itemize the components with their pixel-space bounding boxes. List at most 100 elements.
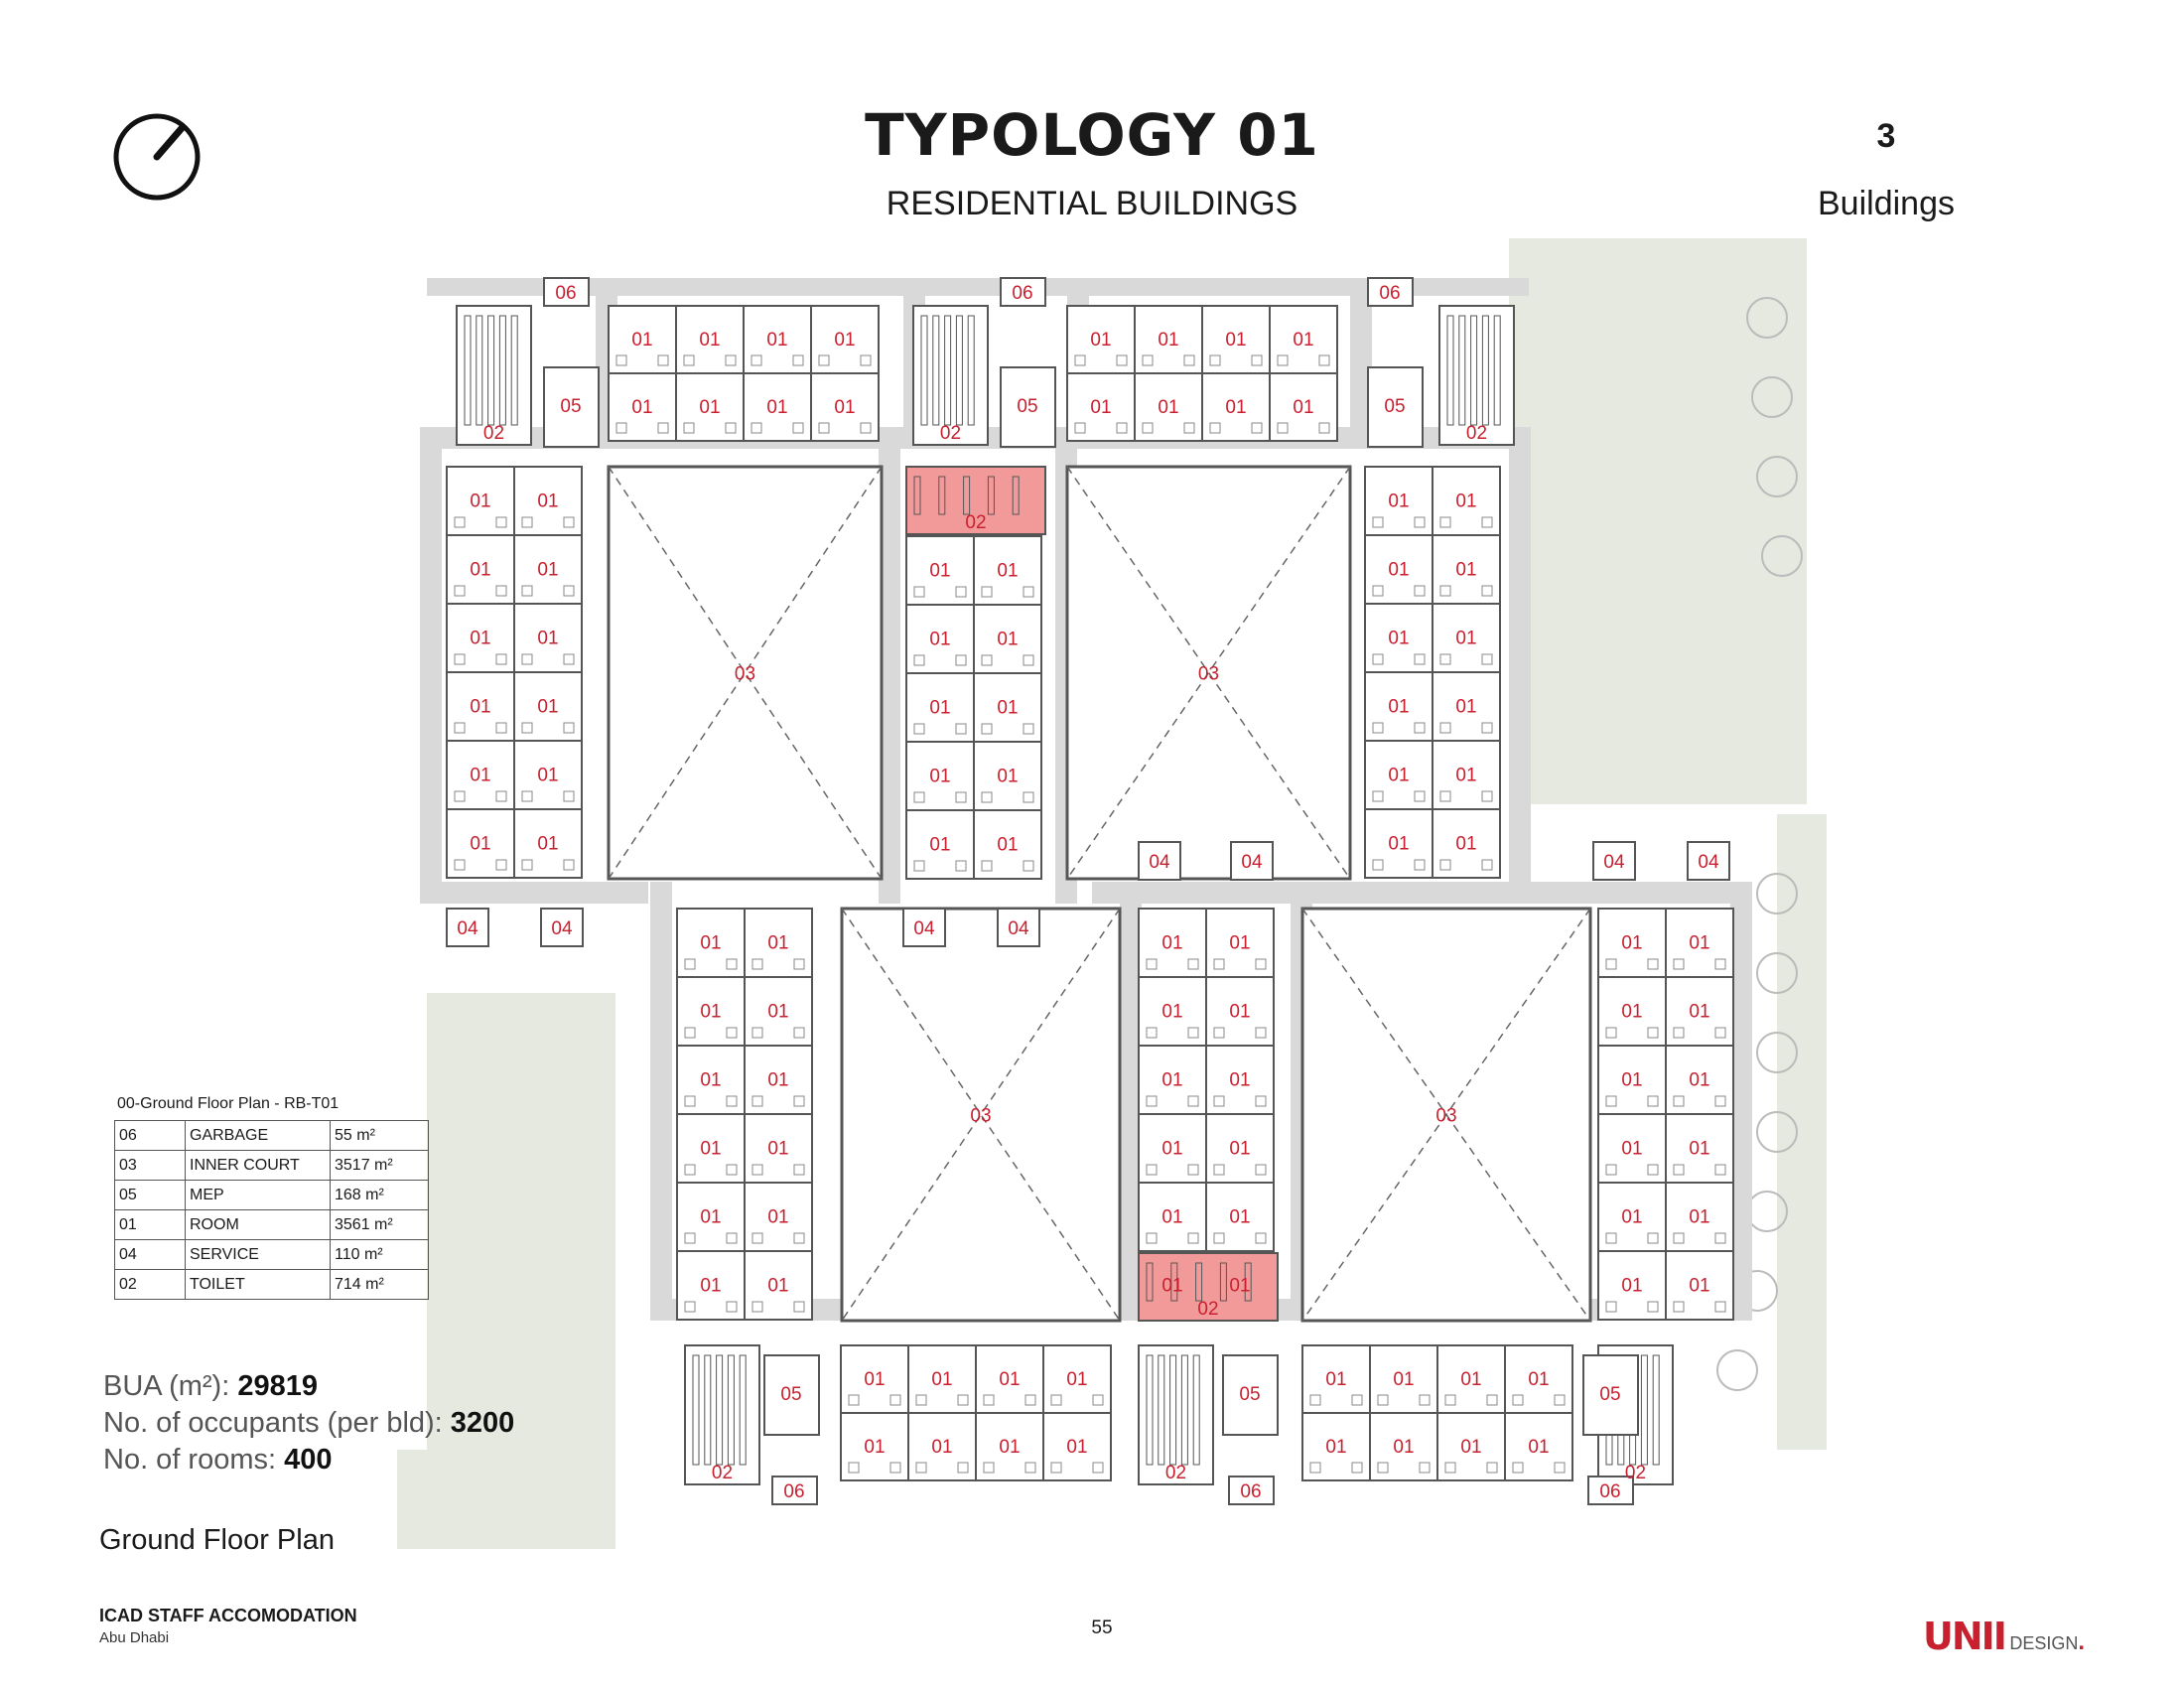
room-label: 01 — [537, 560, 558, 581]
room-label: 01 — [1689, 1139, 1709, 1160]
bed-icon — [1146, 958, 1158, 970]
room-cell — [676, 1182, 746, 1252]
room-cell — [1665, 1250, 1734, 1321]
rooms-stat: No. of rooms: 400 — [103, 1444, 333, 1477]
toilet-fixture-icon — [963, 476, 971, 515]
mep-label: 05 — [1239, 1384, 1260, 1405]
bed-icon — [1092, 1462, 1104, 1474]
bed-icon — [1183, 422, 1195, 434]
room-cell — [1138, 1113, 1207, 1184]
room-cell — [810, 372, 880, 442]
room-label: 01 — [1528, 1369, 1549, 1390]
bed-icon — [454, 653, 466, 665]
room-label: 01 — [1689, 1070, 1709, 1091]
bed-icon — [1187, 1095, 1199, 1107]
room-label: 01 — [767, 1139, 788, 1160]
room-label: 01 — [470, 560, 490, 581]
toilet-fixture-icon — [913, 476, 921, 515]
room-cell — [1504, 1344, 1573, 1414]
toilet-fixture-icon — [1640, 1354, 1648, 1466]
room-label: 01 — [1229, 1276, 1250, 1297]
toilet-fixture-icon — [498, 315, 506, 426]
room-cell — [1432, 466, 1501, 536]
bed-icon — [1714, 1301, 1726, 1313]
room-cell — [744, 1250, 813, 1321]
room-label: 01 — [700, 1207, 721, 1228]
room-label: 01 — [1689, 1276, 1709, 1297]
room-label: 01 — [1161, 1002, 1182, 1023]
bed-icon — [818, 354, 830, 366]
page-subtitle: RESIDENTIAL BUILDINGS — [886, 185, 1298, 222]
room-cell — [446, 740, 515, 810]
bed-icon — [793, 1301, 805, 1313]
bed-icon — [793, 1164, 805, 1176]
toilet-fixture-icon — [692, 1354, 700, 1466]
room-label: 01 — [1090, 330, 1111, 351]
room-label: 01 — [834, 397, 855, 418]
room-label: 01 — [1229, 1139, 1250, 1160]
bed-icon — [1647, 958, 1659, 970]
building-count: 3 — [1876, 117, 1896, 155]
room-label: 01 — [767, 1070, 788, 1091]
bed-icon — [725, 354, 737, 366]
bed-icon — [1024, 1462, 1036, 1474]
room-cell — [676, 1250, 746, 1321]
service-label: 04 — [1603, 852, 1625, 873]
bed-icon — [983, 1394, 995, 1406]
corridor — [1120, 882, 1142, 1319]
service-room — [1687, 841, 1730, 881]
room-cell — [1504, 1412, 1573, 1481]
room-label: 01 — [1229, 1002, 1250, 1023]
bed-icon — [981, 586, 993, 598]
service-room — [1138, 841, 1181, 881]
bed-icon — [521, 790, 533, 802]
room-label: 01 — [1161, 1070, 1182, 1091]
room-cell — [973, 604, 1042, 674]
toilet-fixture-icon — [1652, 1354, 1660, 1466]
bed-icon — [981, 723, 993, 735]
toilet-fixture-icon — [727, 1354, 735, 1466]
room-label: 01 — [699, 330, 720, 351]
bed-icon — [1481, 722, 1493, 734]
bed-icon — [1213, 1095, 1225, 1107]
service-label: 04 — [551, 918, 573, 939]
room-label: 01 — [929, 698, 950, 719]
bed-icon — [1146, 1095, 1158, 1107]
room-label: 01 — [997, 561, 1018, 582]
bed-icon — [793, 1232, 805, 1244]
legend-space: MEP — [185, 1180, 331, 1210]
bed-icon — [657, 422, 669, 434]
room-label: 01 — [1161, 933, 1182, 954]
bed-icon — [521, 722, 533, 734]
tree-icon — [1751, 376, 1793, 418]
bed-icon — [818, 422, 830, 434]
toilet-fixture-icon — [1180, 1354, 1188, 1466]
bed-icon — [1439, 722, 1451, 734]
room-cell — [975, 1412, 1044, 1481]
bed-icon — [1439, 653, 1451, 665]
room-label: 01 — [1528, 1437, 1549, 1458]
compass-logo-icon — [113, 113, 201, 201]
room-cell — [1432, 603, 1501, 673]
room-cell — [1665, 1113, 1734, 1184]
room-cell — [1201, 372, 1271, 442]
bed-icon — [751, 1301, 763, 1313]
tree-icon — [1756, 952, 1798, 994]
bed-icon — [1074, 422, 1086, 434]
mep-label: 05 — [1384, 396, 1405, 417]
bed-icon — [793, 1095, 805, 1107]
ground-floor-plan: 01 01 01 01 01 01 01 01 01 01 01 01 01 01 01 01 01 01 01 01… — [397, 238, 1827, 1549]
bed-icon — [1377, 1462, 1389, 1474]
bed-icon — [1605, 958, 1617, 970]
toilet-fixture-icon — [1170, 1262, 1178, 1302]
room-cell — [1205, 1113, 1275, 1184]
bed-icon — [521, 585, 533, 597]
bed-icon — [913, 654, 925, 666]
room-label: 01 — [1293, 397, 1313, 418]
room-label: 01 — [1229, 1207, 1250, 1228]
toilet-fixture-icon — [704, 1354, 712, 1466]
bua-label: BUA (m²): — [103, 1370, 238, 1402]
room-cell — [905, 604, 975, 674]
toilet-fixture-icon — [1158, 1354, 1165, 1466]
room-label: 01 — [1388, 492, 1409, 512]
